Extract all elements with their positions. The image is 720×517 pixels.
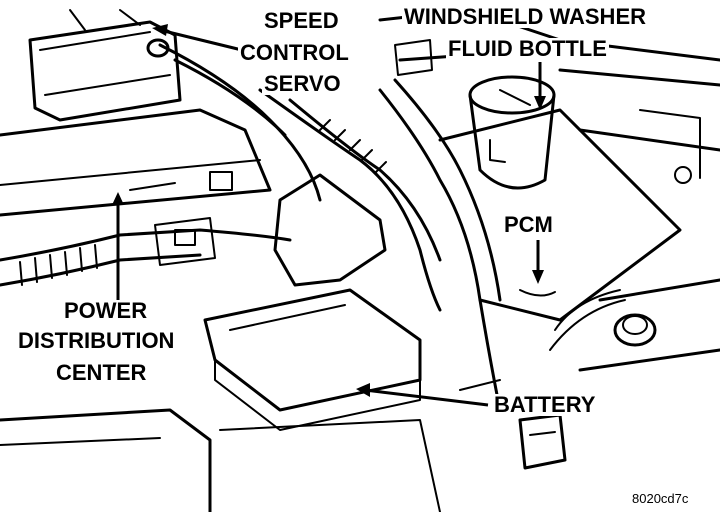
pcm-label: PCM (502, 212, 555, 237)
pcm-module (438, 108, 720, 372)
figure-code: 8020cd7c (632, 491, 689, 506)
speed-control-label-line-1: SPEED (262, 8, 341, 33)
connector-block (154, 173, 387, 287)
battery-label: BATTERY (492, 392, 598, 417)
pdc-label-line-1: POWER (62, 298, 150, 323)
speed-control-label-line-2: CONTROL (238, 40, 351, 65)
leader-lines (112, 24, 546, 407)
pdc-label-line-2: DISTRIBUTION (16, 328, 177, 353)
pdc-label-line-3: CENTER (54, 360, 149, 385)
fender-panel (0, 408, 441, 514)
speed-control-label-line-3: SERVO (262, 71, 343, 96)
speed-control-servo (28, 9, 182, 122)
washer-label-line-2: FLUID BOTTLE (446, 36, 609, 61)
wiring-harness (0, 43, 502, 412)
washer-bottle (468, 75, 556, 190)
battery-outline (203, 288, 567, 470)
washer-label-line-1: WINDSHIELD WASHER (402, 4, 648, 29)
